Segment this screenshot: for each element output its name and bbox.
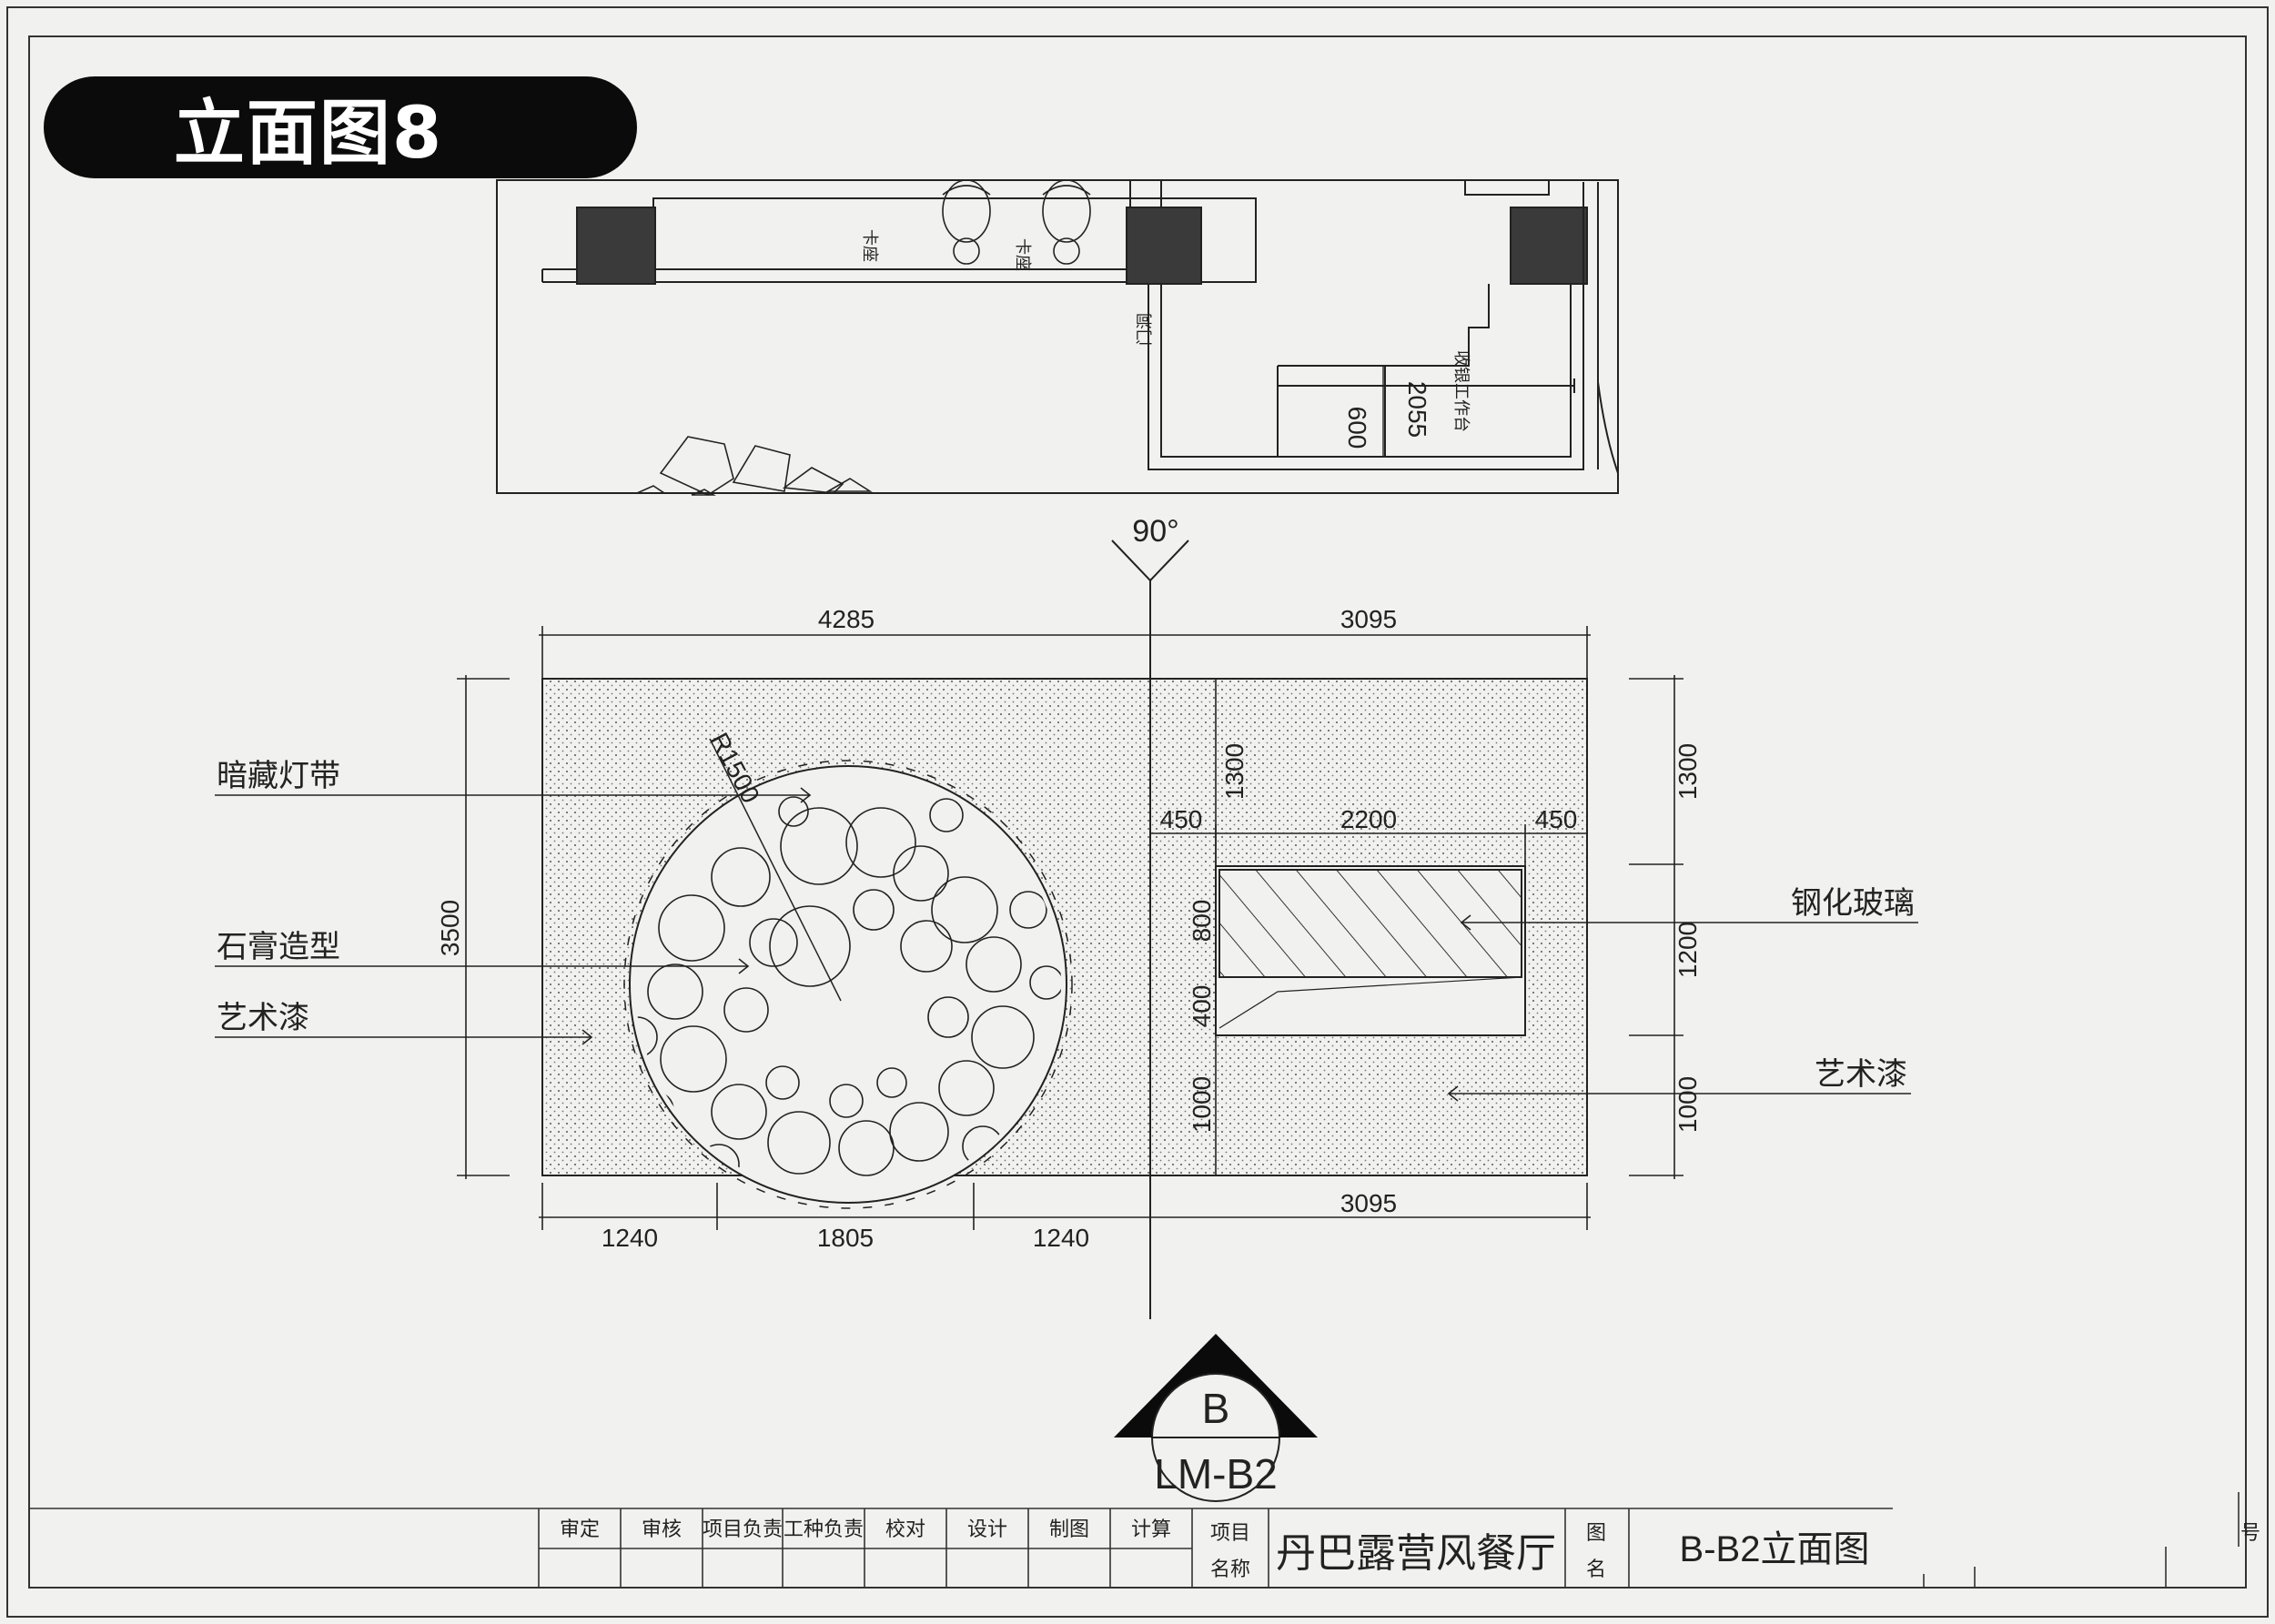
plan-view (496, 179, 1619, 496)
dim-inner-800: 800 (1188, 900, 1216, 943)
tb-header-discipline-lead: 工种负责 (784, 1518, 864, 1540)
dim-left-3500: 3500 (436, 900, 464, 956)
dim-inner-1000: 1000 (1188, 1076, 1216, 1133)
label-art-paint-left: 艺术漆 (217, 1001, 309, 1035)
section-code: LM-B2 (1154, 1450, 1277, 1498)
column-1 (576, 207, 656, 285)
tb-edge-mark: 号 (2240, 1521, 2260, 1544)
column-3 (1510, 207, 1588, 285)
counter-label: 收银工作台 (1452, 350, 1471, 432)
dim-inner-1300: 1300 (1220, 743, 1249, 800)
tb-project-label-1: 项目 (1210, 1521, 1250, 1544)
tb-header-draw: 制图 (1049, 1518, 1089, 1540)
page-title: 立面图8 (173, 93, 444, 175)
dim-bottom-1240-left: 1240 (602, 1224, 658, 1252)
glass-window (1215, 865, 1526, 1036)
dim-top-3095: 3095 (1340, 605, 1397, 633)
tb-drawing-label-1: 图 (1586, 1521, 1606, 1544)
plan-dim-600: 600 (1343, 407, 1371, 449)
dim-bottom-3095: 3095 (1340, 1189, 1397, 1217)
inner-border (28, 35, 2247, 1589)
dim-window-450-left: 450 (1160, 805, 1203, 833)
door-label: 门洞 (1136, 313, 1154, 346)
outer-border (6, 6, 2269, 1618)
title-badge: 立面图8 (44, 76, 637, 178)
dim-window-450-right: 450 (1535, 805, 1578, 833)
dim-right-1000: 1000 (1673, 1076, 1702, 1133)
tb-header-review: 审核 (642, 1518, 682, 1540)
plan-dim-2055: 2055 (1403, 381, 1431, 438)
dim-inner-400: 400 (1188, 985, 1216, 1028)
dim-bottom-1240-right: 1240 (1033, 1224, 1089, 1252)
section-marker (1114, 1334, 1318, 1502)
label-hidden-light-strip: 暗藏灯带 (217, 759, 340, 793)
tb-project-label-2: 名称 (1210, 1558, 1250, 1580)
tb-drawing-name: B-B2立面图 (1680, 1529, 1870, 1569)
dim-top-4285: 4285 (818, 605, 875, 633)
dimension-lines (457, 626, 1684, 1230)
tb-header-project-lead: 项目负责 (703, 1518, 783, 1540)
label-gypsum-shape: 石膏造型 (217, 930, 340, 964)
tb-project-name: 丹巴露营风餐厅 (1276, 1531, 1556, 1576)
dim-bottom-1805: 1805 (817, 1224, 874, 1252)
seat-label-2: 卡座 (1014, 238, 1032, 271)
label-art-paint-right: 艺术漆 (1815, 1057, 1907, 1092)
tb-header-check: 校对 (885, 1518, 925, 1540)
angle-label: 90° (1132, 514, 1178, 549)
leader-lines (215, 787, 1918, 1102)
circular-stone-feature (623, 738, 1073, 1209)
label-tempered-glass: 钢化玻璃 (1791, 886, 1915, 921)
section-letter: B (1202, 1385, 1230, 1432)
seat-label-1: 卡座 (861, 229, 879, 262)
tb-header-approve: 审定 (560, 1518, 600, 1540)
dim-right-1300: 1300 (1673, 743, 1702, 800)
title-block (29, 1492, 2240, 1588)
tb-header-calc: 计算 (1131, 1518, 1171, 1540)
plan-rocks (636, 436, 873, 496)
column-2 (1126, 207, 1202, 285)
seated-people (942, 179, 1091, 265)
tb-drawing-label-2: 名 (1586, 1558, 1606, 1580)
dim-window-2200: 2200 (1340, 805, 1397, 833)
tb-header-design: 设计 (967, 1518, 1007, 1540)
dim-right-1200: 1200 (1673, 922, 1702, 978)
